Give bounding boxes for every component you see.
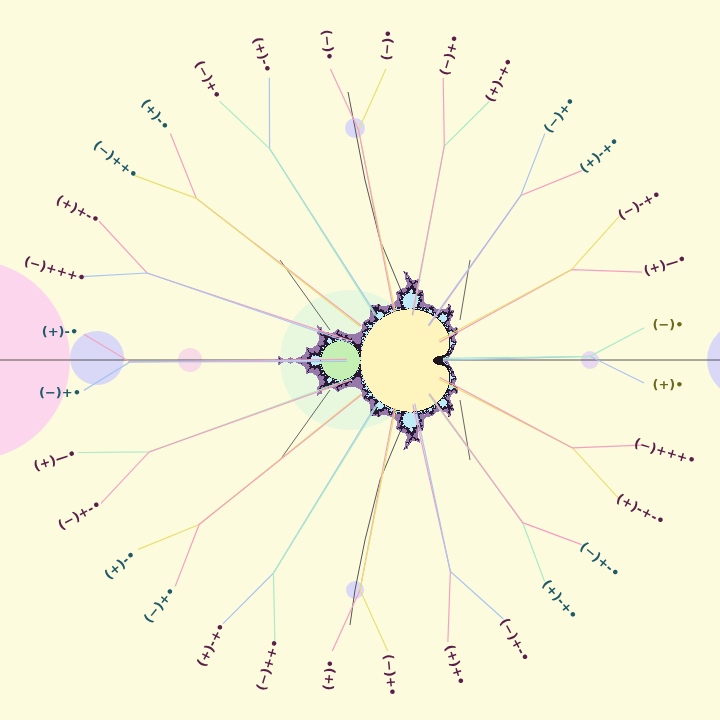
leader-line <box>332 408 394 651</box>
sequence-label: (−)• <box>319 27 336 63</box>
leader-line <box>428 134 545 326</box>
sequence-label: (+)• <box>650 378 685 392</box>
leader-line <box>413 405 450 643</box>
leader-line <box>440 377 642 447</box>
sequence-label: (−)+• <box>37 386 83 400</box>
leader-line <box>359 69 396 312</box>
leader-line <box>273 405 377 642</box>
leader-line <box>440 270 643 342</box>
sequence-label: (−)+• <box>381 651 399 698</box>
leader-line <box>175 395 362 587</box>
leader-line <box>429 394 581 545</box>
leader-line <box>99 221 351 341</box>
leader-line <box>78 379 351 453</box>
leader-line <box>223 404 376 623</box>
leader-line <box>443 328 644 359</box>
leader-line <box>84 361 347 390</box>
leader-line <box>78 273 350 343</box>
leader-line <box>134 175 361 327</box>
sequence-label: (−)• <box>650 318 685 332</box>
leader-line <box>439 379 619 498</box>
leader-line <box>443 356 644 383</box>
leader-line <box>101 380 351 504</box>
leader-line <box>138 394 361 549</box>
leader-line <box>84 334 347 362</box>
leader-line <box>330 69 394 312</box>
leader-line <box>429 171 582 326</box>
leader-line <box>413 101 489 315</box>
leader-line <box>439 217 619 341</box>
leader-line <box>360 408 396 651</box>
leader-line <box>170 133 361 325</box>
leader-line <box>219 101 375 316</box>
leader-line <box>269 78 376 316</box>
sequence-label: (+)-• <box>40 325 80 339</box>
leader-line <box>412 78 444 315</box>
leader-line <box>429 394 545 581</box>
